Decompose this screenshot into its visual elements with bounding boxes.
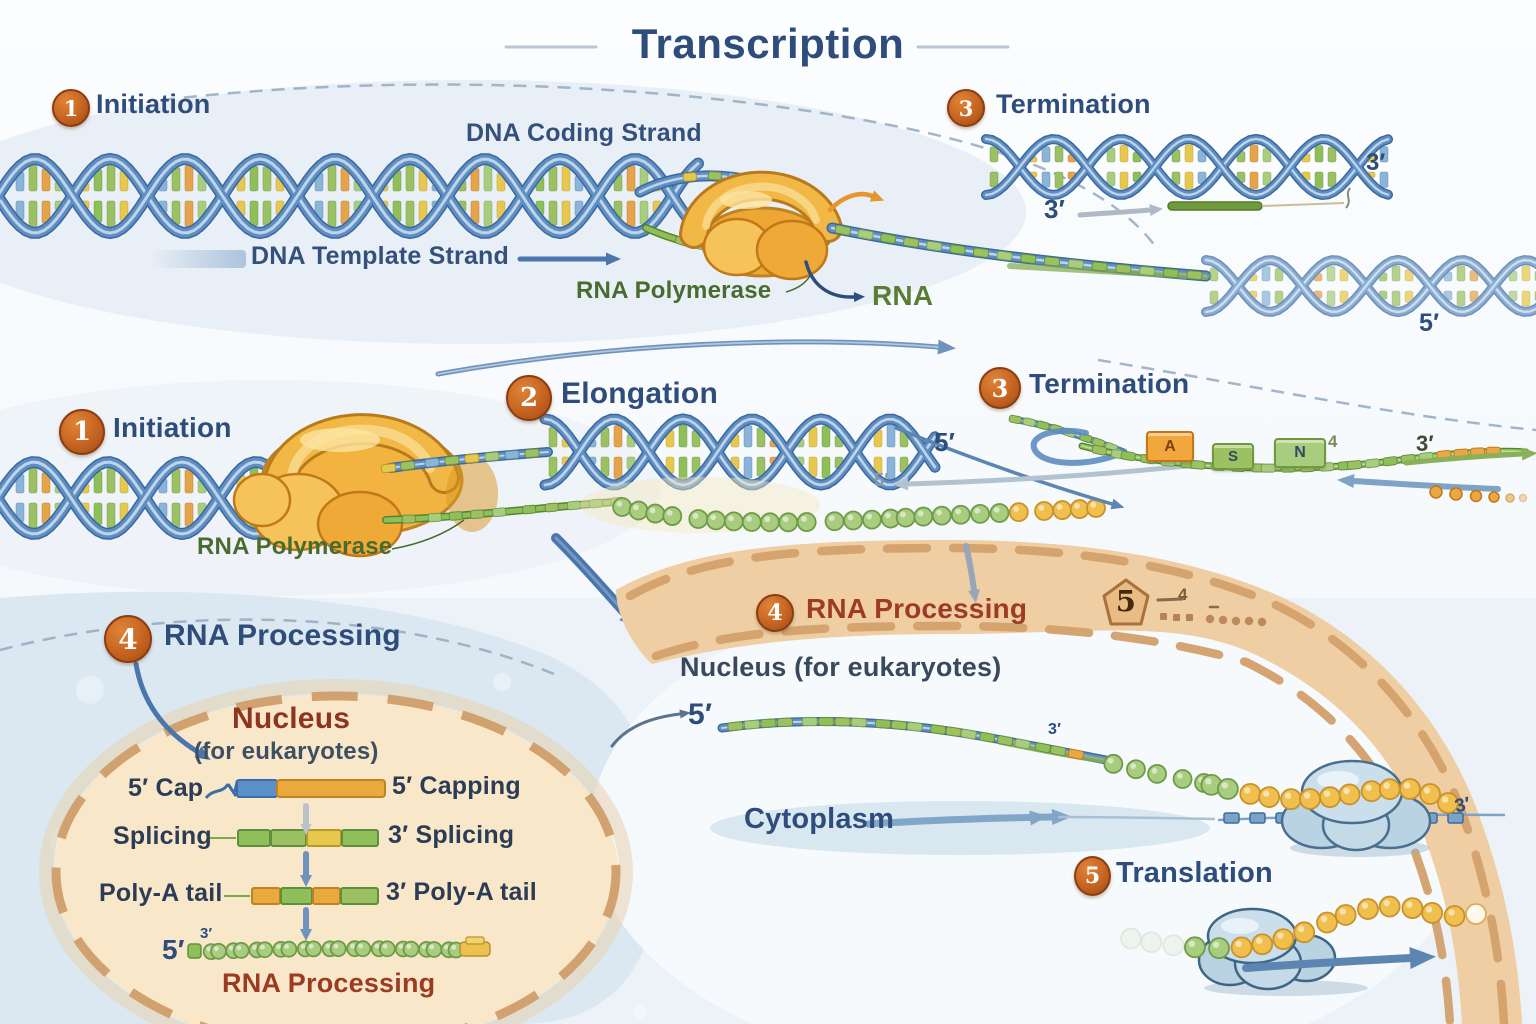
step-label-rna-processing-panel: RNA Processing [164, 619, 401, 652]
prime-3-termination1-start: 3′ [1044, 194, 1066, 224]
nucleus-row-polya-right: 3′ Poly-A tail [386, 878, 537, 906]
step-label-rna-processing-band: RNA Processing [806, 593, 1028, 624]
nucleus-row-splicing-right: 3′ Splicing [388, 821, 515, 849]
page-title: Transcription [631, 20, 905, 67]
step-badge-termination-2: 3 [979, 367, 1021, 409]
step-label-translation: Translation [1116, 857, 1273, 889]
label-dna-template-strand: DNA Template Strand [251, 242, 509, 270]
tick-4-termination2: 4 [1328, 432, 1338, 451]
prime-3-mrna: 3′ [1048, 721, 1062, 738]
termination-block-a: A [1146, 431, 1194, 462]
step-badge-translation: 5 [1074, 856, 1111, 896]
nucleus-title: Nucleus [232, 702, 351, 735]
step-badge-termination-1: 3 [947, 89, 985, 127]
prime-3-ribosome: 3′ [1452, 793, 1473, 818]
termination-block-s: S [1212, 443, 1254, 470]
prime-3-termination1-end: 3′ [1366, 149, 1386, 176]
nucleus-row-polya-left: Poly-A tail [99, 879, 223, 907]
prime-3-processed: 3′ [200, 925, 213, 942]
nucleus-caption: RNA Processing [222, 968, 436, 998]
step-label-termination-1: Termination [996, 89, 1151, 119]
step-label-initiation-1: Initiation [96, 89, 211, 119]
pentagon-5-mark: 5 [1115, 584, 1137, 618]
prime-3-termination2: 3′ [1416, 431, 1434, 456]
nucleus-row-splicing-left: Splicing [113, 822, 212, 850]
label-cytoplasm: Cytoplasm [744, 803, 895, 835]
tick-4-band: 4 [1178, 585, 1188, 604]
step-label-elongation: Elongation [561, 377, 718, 410]
nucleus-row-cap-left: 5′ Cap [128, 774, 204, 802]
prime-5-processed: 5′ [162, 934, 185, 965]
label-rna-polymerase-left: RNA Polymerase [197, 533, 393, 560]
termination-block-n: N [1274, 438, 1326, 468]
nucleus-row-cap-right: 5′ Capping [392, 772, 521, 800]
step-badge-initiation-1: 1 [52, 89, 90, 127]
step-badge-rna-processing-panel: 4 [104, 615, 152, 663]
prime-5-termination1-lower: 5′ [1419, 309, 1440, 337]
label-dna-coding-strand: DNA Coding Strand [466, 119, 702, 147]
prime-5-elongation-helix: 5′ [934, 427, 956, 457]
label-rna: RNA [872, 280, 934, 311]
nucleus-subtitle: (for eukaryotes) [194, 738, 379, 765]
label-rna-polymerase-top: RNA Polymerase [576, 277, 772, 304]
prime-5-mrna: 5′ [688, 698, 713, 731]
step-label-initiation-2: Initiation [113, 412, 232, 443]
step-badge-initiation-2: 1 [59, 409, 105, 455]
prime-5-elongation-rna: 5′ [874, 470, 889, 490]
step-label-termination-2: Termination [1029, 368, 1190, 399]
label-nucleus-inline: Nucleus (for eukaryotes) [680, 652, 1002, 682]
step-badge-rna-processing-band: 4 [756, 594, 794, 632]
step-badge-elongation: 2 [506, 375, 552, 421]
